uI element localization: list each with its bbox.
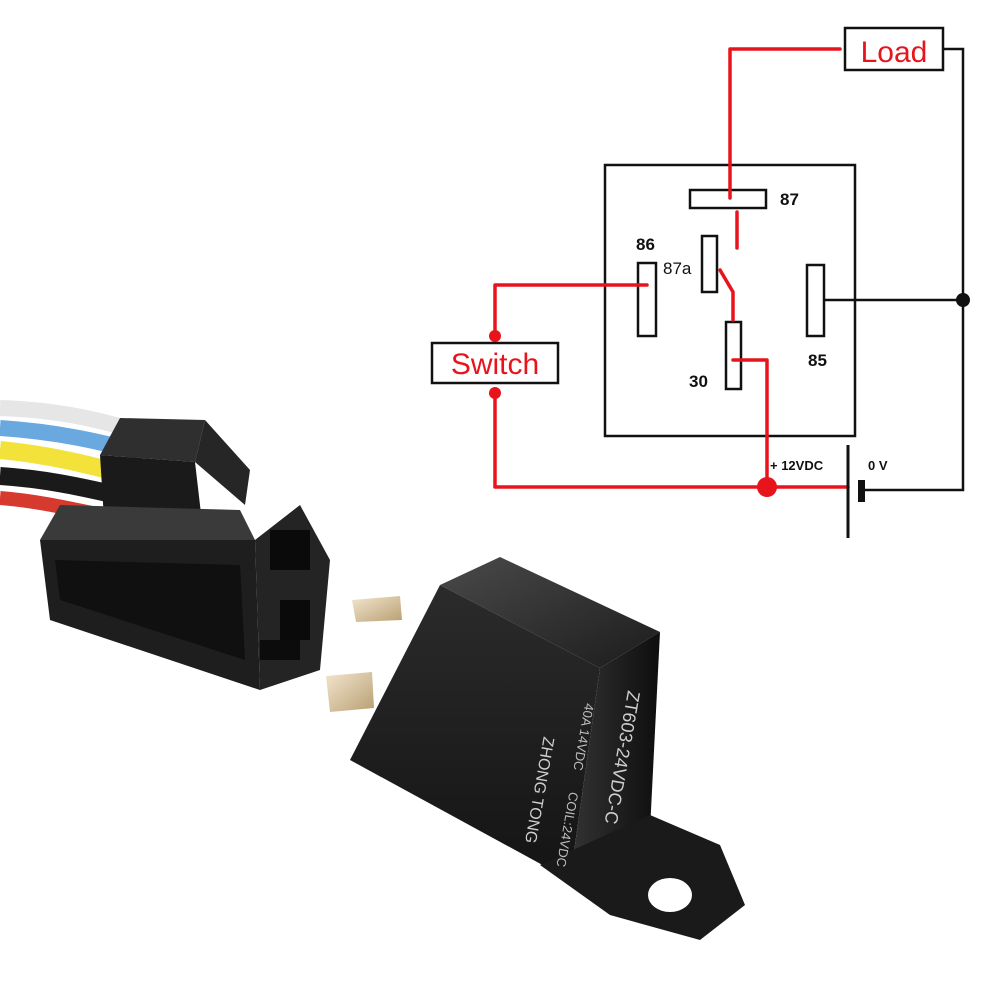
wire-load-to-ground bbox=[862, 47, 965, 492]
pin-85 bbox=[805, 263, 826, 338]
relay-body: ZT603-24VDC-C 40A 14VDC COIL:24VDC ZHONG… bbox=[326, 557, 745, 940]
battery-symbol bbox=[846, 445, 865, 538]
wire-30-to-supply bbox=[731, 358, 769, 489]
junction-dot-switch-top bbox=[489, 330, 501, 342]
junction-dot-switch-bottom bbox=[489, 387, 501, 399]
load-label: Load bbox=[861, 36, 928, 69]
junction-dot-ground bbox=[956, 293, 970, 307]
wire-switch-to-supply bbox=[493, 390, 850, 489]
switch-box bbox=[430, 341, 560, 385]
pin-86 bbox=[636, 261, 658, 338]
relay-tab bbox=[352, 596, 402, 622]
mounting-bracket bbox=[540, 815, 745, 940]
live-wires bbox=[493, 47, 850, 489]
pin-87a-label: 87a bbox=[663, 259, 692, 278]
junction-dot-supply bbox=[757, 477, 777, 497]
pin-85-label: 85 bbox=[808, 351, 827, 370]
wire-86-to-switch bbox=[493, 283, 649, 342]
pin-30 bbox=[724, 320, 743, 391]
ground-wires bbox=[824, 47, 965, 492]
pin-30-label: 30 bbox=[689, 372, 708, 391]
pin-87-label: 87 bbox=[780, 190, 799, 209]
wire-load-to-87 bbox=[728, 47, 842, 200]
supply-positive-label: + 12VDC bbox=[770, 458, 824, 473]
supply-ground-label: 0 V bbox=[868, 458, 888, 473]
wire-switch-arm bbox=[718, 268, 735, 322]
mounting-hole bbox=[648, 878, 692, 912]
load-box bbox=[843, 26, 945, 72]
switch-label: Switch bbox=[451, 348, 539, 381]
wiring-diagram: 87 87a 86 85 30 bbox=[430, 26, 970, 538]
pin-87 bbox=[688, 188, 768, 210]
pin-86-label: 86 bbox=[636, 235, 655, 254]
pin-87a bbox=[700, 234, 719, 294]
relay-socket bbox=[40, 418, 330, 690]
